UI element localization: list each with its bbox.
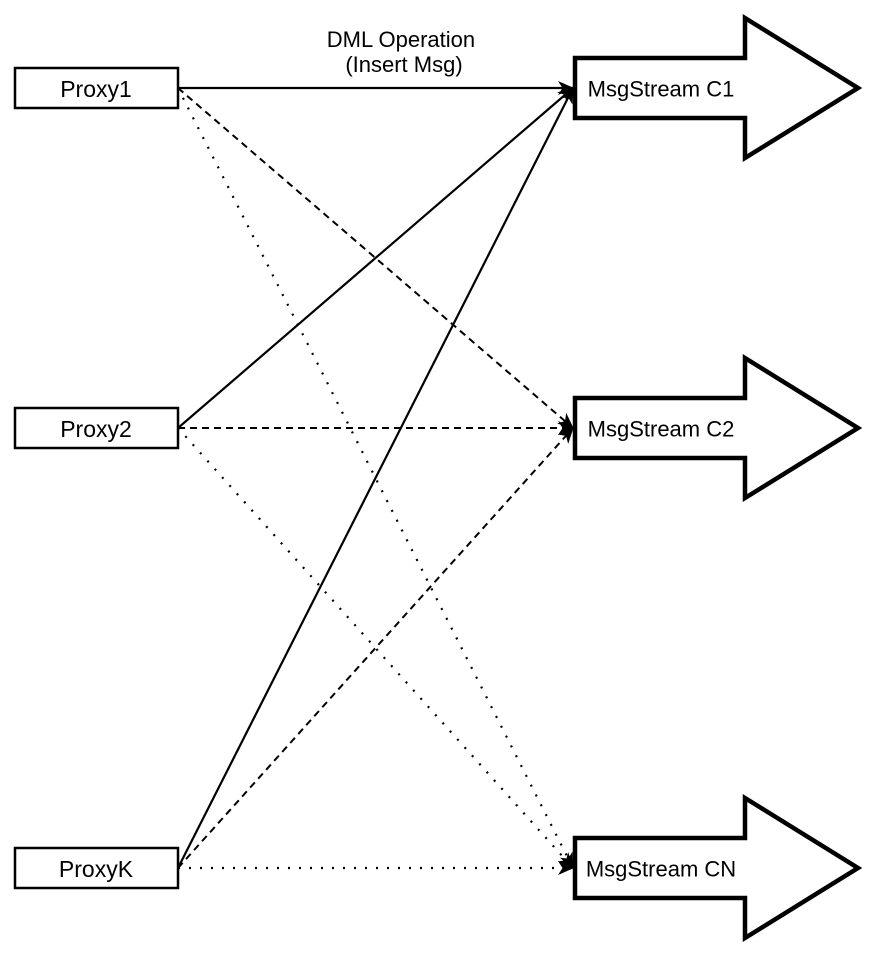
proxyk-label: ProxyK	[59, 856, 134, 882]
connector-proxy2-to-c1	[177, 87, 574, 429]
msgstream-c2-arrow	[572, 353, 863, 503]
proxy2-label: Proxy2	[60, 416, 132, 442]
msgstream-cn-label: MsgStream CN	[586, 857, 736, 882]
connector-proxyk-to-c1	[177, 87, 574, 869]
msgstream-c1-node: MsgStream C1	[572, 13, 863, 163]
proxy2-node: Proxy2	[13, 406, 180, 450]
msgstream-c1-label: MsgStream C1	[588, 77, 735, 102]
proxy1-label: Proxy1	[60, 76, 132, 102]
proxyk-node: ProxyK	[13, 846, 180, 890]
msgstream-c2-label: MsgStream C2	[588, 417, 735, 442]
connector-proxyk-to-c2	[177, 427, 574, 869]
proxy1-node: Proxy1	[13, 66, 180, 110]
diagram-title: DML Operation (Insert Msg)	[327, 27, 482, 77]
diagram-title-line1: DML Operation	[327, 27, 475, 52]
connector-proxy1-to-c2	[177, 87, 574, 429]
msgstream-cn-arrow	[572, 793, 863, 943]
msgstream-cn-node: MsgStream CN	[572, 793, 863, 943]
diagram-title-line2: (Insert Msg)	[345, 52, 462, 77]
proxyk-box	[13, 846, 180, 890]
msgstream-c2-node: MsgStream C2	[572, 353, 863, 503]
msgstream-c1-arrow	[572, 13, 863, 163]
proxy2-box	[13, 406, 180, 450]
proxy1-box	[13, 66, 180, 110]
connector-lines	[177, 81, 574, 875]
